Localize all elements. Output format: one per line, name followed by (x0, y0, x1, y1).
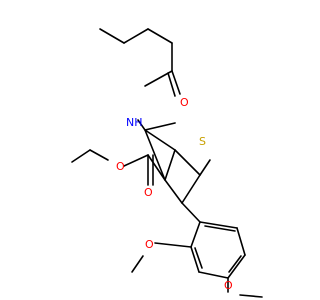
thiophene-ring (144, 122, 211, 204)
atom-o-ester-single: O (116, 160, 125, 173)
bond (227, 254, 246, 279)
structure-drawing: O NH S O O O O (71, 28, 263, 298)
bond (137, 119, 146, 131)
bond (239, 294, 263, 298)
bond (171, 70, 181, 95)
bond (174, 149, 201, 176)
bond (164, 149, 176, 181)
atom-nh: NH (126, 116, 143, 129)
bond (204, 225, 236, 232)
atom-o-ester-double: O (144, 186, 153, 199)
ethyl-ester (71, 149, 166, 186)
bond (199, 221, 238, 229)
atom-o-methoxy-3: O (145, 238, 154, 251)
bond (190, 221, 201, 248)
bond (71, 149, 91, 163)
molecule-diagram: O NH S O O O O (71, 28, 263, 298)
bond (198, 271, 229, 279)
bond (154, 242, 192, 248)
bond (181, 202, 201, 223)
bond (144, 129, 166, 181)
bond (236, 227, 246, 256)
atom-o-methoxy-4: O (224, 279, 233, 292)
atom-s: S (199, 135, 206, 148)
atom-o-carbonyl: O (180, 96, 189, 109)
dimethoxyphenyl-ring (181, 202, 246, 279)
bond (167, 72, 176, 97)
bond (131, 255, 144, 273)
bond (144, 129, 176, 151)
bond (123, 28, 149, 44)
bond (99, 28, 125, 44)
bond (164, 179, 183, 204)
pentanoyl-chain (99, 28, 181, 131)
bond (144, 70, 173, 87)
bond (228, 255, 242, 273)
bond (181, 174, 201, 204)
bond (147, 154, 166, 181)
bond (190, 246, 200, 273)
bond (147, 28, 173, 44)
bond (194, 247, 203, 269)
bond (89, 149, 109, 161)
bond (123, 154, 149, 167)
methoxy-groups (131, 242, 263, 298)
bond (199, 159, 211, 176)
bond (144, 122, 176, 131)
